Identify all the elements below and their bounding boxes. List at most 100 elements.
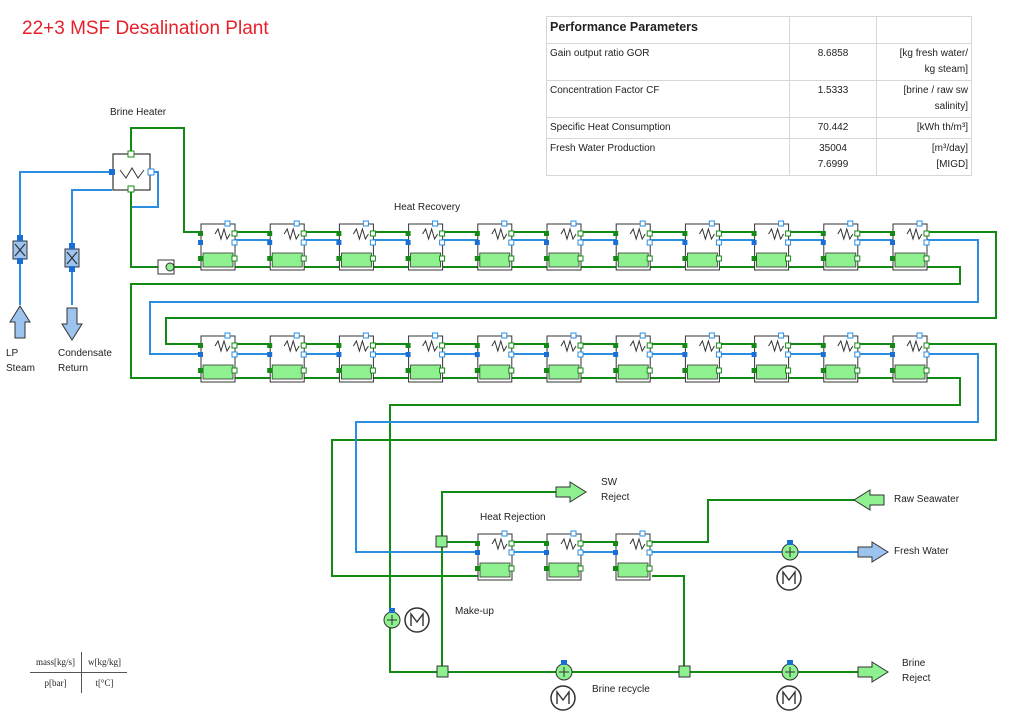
steam-valve-cross (14, 243, 26, 257)
port (854, 351, 861, 358)
port (69, 243, 75, 249)
fresh-water-pump-mark (785, 547, 795, 557)
port (820, 231, 826, 236)
reject-motor (776, 685, 802, 711)
stage-condenser-coil (629, 227, 646, 241)
port (715, 255, 722, 262)
rejection-stage (613, 530, 653, 581)
port (544, 240, 549, 245)
port (577, 342, 584, 349)
rejection-distillate (652, 575, 685, 672)
param-unit: [kWh th/m³] (916, 122, 968, 133)
port (715, 230, 722, 237)
port (854, 342, 861, 349)
stage-distillate-tray (548, 364, 580, 380)
port (475, 541, 480, 546)
stage-condenser-coil (629, 537, 646, 551)
recovery-stage-row1 (474, 220, 515, 271)
rejection-stage (544, 530, 584, 581)
port (639, 530, 646, 537)
port (778, 220, 785, 227)
port (646, 565, 653, 572)
port (300, 230, 307, 237)
port (923, 342, 930, 349)
performance-heading: Performance Parameters (546, 16, 790, 44)
port (785, 367, 792, 374)
port (475, 550, 480, 555)
port (715, 239, 722, 246)
port (544, 550, 549, 555)
recovery-stage-row2 (474, 332, 515, 383)
recovery-stage-row2 (820, 332, 861, 383)
port (267, 240, 273, 245)
brine-heater-box (112, 153, 151, 191)
brine-reject-label: Brine Reject (902, 658, 931, 684)
port (577, 540, 584, 547)
port (198, 368, 203, 373)
brine-recycle-label: Brine recycle (592, 684, 650, 695)
recovery-stage-row2 (613, 332, 653, 383)
port (854, 230, 861, 237)
port (369, 367, 376, 374)
port (820, 240, 826, 245)
stage-condenser-coil (906, 227, 923, 241)
port (646, 367, 653, 374)
condensate-pipe (71, 189, 112, 305)
port (570, 220, 577, 227)
stage-distillate-tray (202, 364, 234, 380)
port (389, 608, 395, 613)
port (577, 255, 584, 262)
stage-distillate-tray (410, 364, 442, 380)
port (432, 220, 439, 227)
recovery-stage-row1 (682, 220, 722, 271)
port (570, 332, 577, 339)
stage-distillate-tray (340, 364, 372, 380)
stage-condenser-coil (698, 339, 715, 353)
port (127, 150, 135, 158)
port (336, 231, 342, 236)
port (613, 240, 619, 245)
port (508, 230, 515, 237)
unit-blocks (9, 150, 930, 711)
port (231, 351, 238, 358)
stage-distillate-tray (548, 562, 580, 578)
stage-condenser-coil (214, 339, 231, 353)
port (439, 255, 446, 262)
port (923, 239, 930, 246)
param-name: Gain output ratio GOR (546, 43, 790, 81)
port (127, 185, 135, 193)
port (439, 230, 446, 237)
stage-condenser-coil (560, 227, 577, 241)
legend-p: p[bar] (30, 672, 82, 693)
port (890, 256, 895, 261)
port (508, 549, 515, 556)
param-unit: [kg fresh water/ (899, 48, 968, 59)
port (231, 367, 238, 374)
port (198, 343, 203, 348)
recycle-motor-letter (556, 689, 570, 704)
performance-header-row: Performance Parameters (546, 16, 972, 44)
stage-distillate-tray (340, 252, 372, 268)
port (847, 332, 854, 339)
stage-distillate-tray (617, 252, 649, 268)
port (474, 352, 480, 357)
port (544, 231, 549, 236)
port (639, 220, 646, 227)
stage-distillate-tray (617, 562, 649, 578)
port (231, 255, 238, 262)
port (300, 239, 307, 246)
port (474, 231, 480, 236)
stage-condenser-coil (768, 339, 785, 353)
mixer-box (436, 665, 449, 678)
condensate-return-label: Condensate Return (58, 348, 112, 374)
recovery-stage-row2 (198, 332, 238, 383)
reject-pump-mark (785, 667, 795, 677)
port (787, 540, 793, 545)
brine-heater-label: Brine Heater (110, 107, 167, 118)
param-unit: salinity] (934, 101, 968, 112)
port (613, 566, 618, 571)
stage-condenser-coil (491, 537, 508, 551)
port (198, 240, 203, 245)
recovery-stage-row2 (405, 332, 446, 383)
